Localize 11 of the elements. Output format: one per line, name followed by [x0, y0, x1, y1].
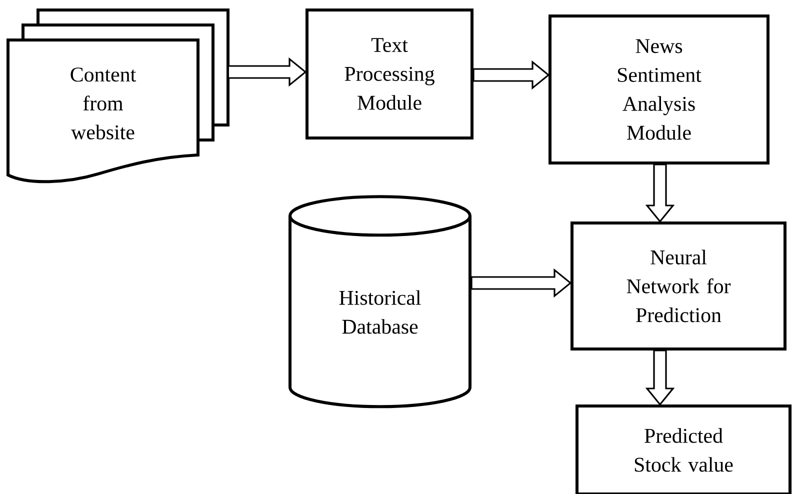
- hollow-arrow: [472, 60, 550, 90]
- document-stack: Content from website: [6, 8, 230, 184]
- process-box: Text Processing Module: [306, 8, 474, 140]
- process-box: News Sentiment Analysis Module: [548, 14, 770, 164]
- hollow-arrow: [645, 350, 675, 406]
- hollow-arrow: [470, 268, 572, 298]
- process-box: Predicted Stock value: [576, 404, 792, 494]
- hollow-arrow: [645, 164, 675, 223]
- process-box: Neural Network for Prediction: [570, 222, 786, 350]
- database-cylinder: Historical Database: [288, 195, 472, 408]
- hollow-arrow: [227, 57, 307, 87]
